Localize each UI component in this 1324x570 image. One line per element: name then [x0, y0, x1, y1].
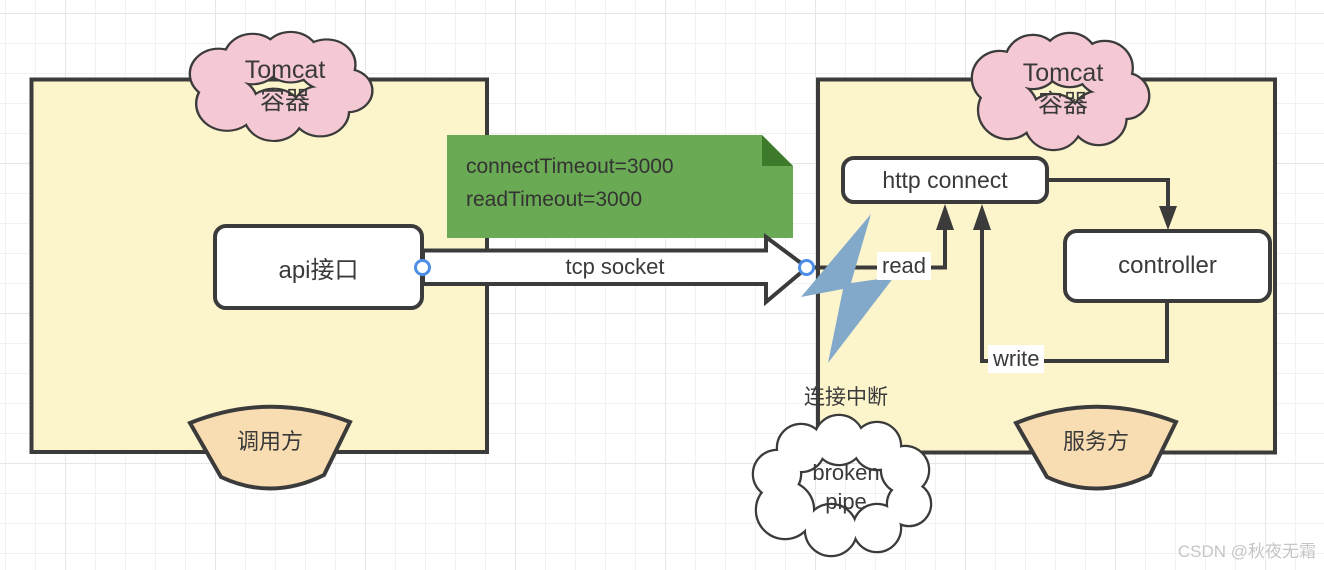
tcp-socket-arrow [421, 233, 811, 307]
write-arrowhead [973, 204, 991, 230]
timeout-note-text: connectTimeout=3000 readTimeout=3000 [466, 150, 766, 228]
timeout-note-line1: connectTimeout=3000 [466, 155, 674, 178]
write-label: write [988, 345, 1045, 373]
http-to-controller-arrowhead [1159, 206, 1177, 230]
caller-fan [187, 404, 353, 491]
timeout-note-line2: readTimeout=3000 [466, 188, 643, 211]
broken-pipe-label: broken pipe [771, 448, 921, 526]
tomcat-cloud-right-line1: Tomcat [1022, 59, 1104, 87]
watermark: CSDN @秋夜无霜 [1177, 541, 1316, 561]
tomcat-cloud-right-label: Tomcat 容器 [978, 56, 1148, 122]
lightning-bolt-icon [801, 214, 894, 363]
tomcat-cloud-left-line1: Tomcat [244, 56, 326, 84]
http-to-controller-connector [1047, 178, 1170, 208]
tomcat-cloud-left-label: Tomcat 容器 [195, 53, 375, 119]
timeout-note-fold [762, 135, 793, 166]
api-box-label: api接口 [278, 256, 359, 284]
read-arrowhead [936, 204, 954, 230]
server-fan-label: 服务方 [1062, 429, 1129, 454]
connection-interrupt-label: 连接中断 [804, 386, 888, 409]
read-label: read [877, 252, 932, 280]
tomcat-cloud-left-line2: 容器 [259, 87, 310, 115]
broken-pipe-line1: broken [812, 460, 880, 485]
broken-pipe-line2: pipe [825, 489, 867, 514]
http-connect-label: http connect [882, 166, 1008, 193]
controller-label: controller [1118, 252, 1217, 279]
endpoint-dot-right [798, 259, 815, 276]
tomcat-cloud-right-line2: 容器 [1037, 90, 1088, 118]
write-connector [980, 228, 1169, 363]
tcp-socket-label: tcp socket [565, 254, 665, 279]
caller-fan-label: 调用方 [236, 429, 303, 454]
endpoint-dot-left [414, 259, 431, 276]
timeout-note [447, 135, 793, 238]
server-fan [1013, 404, 1179, 491]
